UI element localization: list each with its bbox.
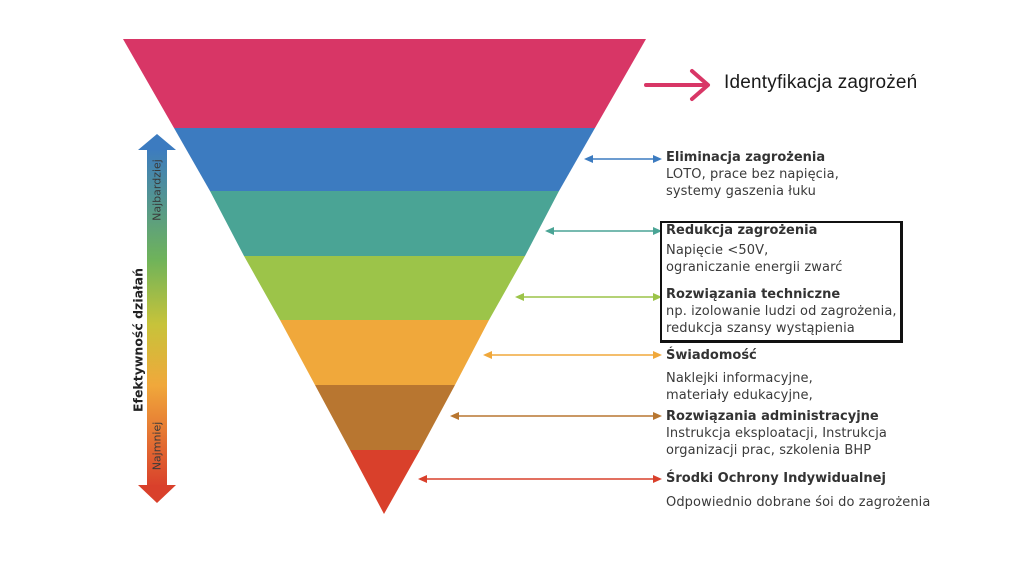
level-label-technical: Rozwiązania techniczne np. izolowanie lu… [666, 286, 897, 337]
level-description: redukcja szansy wystąpienia [666, 321, 855, 336]
level-title: Środki Ochrony Indywidualnej [666, 471, 886, 486]
band-administrative [315, 385, 455, 450]
connector-arrow-technical [515, 293, 662, 301]
band-ppe [350, 450, 420, 514]
level-description: Napięcie <50V, [666, 243, 769, 258]
axis-bottom-label: Najmniej [150, 421, 164, 471]
level-description: Instrukcja eksploatacji, Instrukcja [666, 426, 887, 441]
connector-arrow-awareness [483, 351, 662, 359]
connector-arrow-ppe [418, 475, 662, 483]
band-reduction [210, 191, 559, 256]
axis-top-label: Najbardziej [150, 159, 164, 221]
band-technical [244, 256, 525, 320]
level-description: LOTO, prace bez napięcia, [666, 167, 839, 182]
identification-label: Identyfikacja zagrożeń [724, 72, 918, 93]
band-awareness [280, 320, 489, 385]
highlight-box [660, 221, 903, 343]
effectiveness-axis-arrow [138, 134, 176, 503]
level-title: Redukcja zagrożenia [666, 223, 818, 238]
band-identification [123, 39, 646, 128]
connector-arrow-elimination [584, 155, 662, 163]
level-title: Rozwiązania techniczne [666, 287, 841, 302]
level-description: systemy gaszenia łuku [666, 184, 816, 199]
level-label-awareness: Świadomość Naklejki informacyjne, materi… [666, 347, 813, 404]
level-description: Naklejki informacyjne, [666, 371, 813, 386]
level-description: Odpowiednio dobrane śoi do zagrożenia [666, 495, 931, 510]
level-description: np. izolowanie ludzi od zagrożenia, [666, 304, 897, 319]
level-description: organizacji prac, szkolenia BHP [666, 443, 872, 458]
connector-arrow-reduction [545, 227, 662, 235]
level-label-elimination: Eliminacja zagrożenia LOTO, prace bez na… [666, 149, 839, 200]
level-description: materiały edukacyjne, [666, 388, 813, 403]
connector-arrow-administrative [450, 412, 662, 420]
axis-title: Efektywność działań [130, 267, 146, 413]
band-elimination [174, 128, 595, 191]
level-title: Świadomość [666, 348, 757, 363]
identification-arrow [644, 69, 710, 101]
level-label-administrative: Rozwiązania administracyjne Instrukcja e… [666, 408, 887, 459]
level-label-ppe: Środki Ochrony Indywidualnej Odpowiednio… [666, 470, 930, 511]
level-title: Rozwiązania administracyjne [666, 409, 879, 424]
level-label-reduction: Redukcja zagrożenia Napięcie <50V, ogran… [666, 222, 842, 276]
level-title: Eliminacja zagrożenia [666, 150, 826, 165]
level-description: ograniczanie energii zwarć [666, 260, 843, 275]
